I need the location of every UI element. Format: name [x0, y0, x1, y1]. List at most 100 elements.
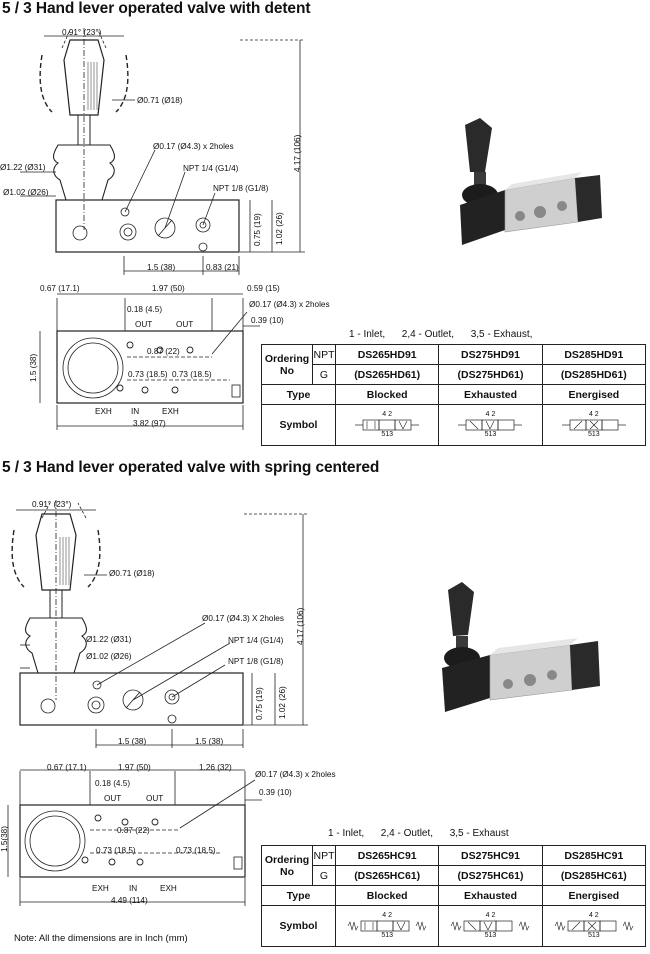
s2-dim-g: 0.73 (18.5) [96, 846, 136, 855]
s2-h19-label: 0.75 (19) [255, 687, 264, 720]
s2-sym2-top: 4 2 [485, 912, 496, 919]
s2-symbol-label: Symbol [261, 905, 336, 947]
s2-height-label: 4.17 (106) [296, 607, 305, 645]
valve-symbol-icon [554, 920, 634, 932]
s1-model-npt-3: DS285HD91 [541, 344, 647, 365]
s2-dim-b: 1.97 (50) [118, 763, 151, 772]
valve-symbol-icon [355, 419, 420, 431]
s1-model-g-1: (DS265HD61) [334, 364, 440, 385]
s1-vert: 1.5 (38) [29, 353, 38, 382]
s1-holes-label: Ø0.17 (Ø4.3) x 2holes [153, 142, 234, 151]
s1-symbol-label: Symbol [261, 404, 336, 446]
s2-type-1: Blocked [334, 885, 440, 906]
s1-sym3-top: 4 2 [588, 411, 599, 418]
s2-sym2-bottom: 513 [484, 932, 497, 939]
s2-dim-c: 1.26 (32) [199, 763, 232, 772]
s1-h19-label: 0.75 (19) [253, 213, 262, 246]
s2-ordering-label: Ordering [264, 853, 310, 866]
s2-sym1-top: 4 2 [382, 912, 393, 919]
s1-type-label: Type [261, 384, 336, 405]
s1-height-label: 4.17 (106) [293, 134, 302, 172]
s2-angle-label: 0.91° (23°) [32, 500, 72, 509]
s2-out2: OUT [146, 794, 164, 803]
s1-angle-label: 0.91° (23°) [62, 28, 102, 37]
s2-holes-label: Ø0.17 (Ø4.3) X 2holes [202, 614, 284, 623]
s1-sym2-top: 4 2 [485, 411, 496, 418]
s2-legend: 1 - Inlet, 2,4 - Outlet, 3,5 - Exhaust [328, 828, 509, 839]
s1-model-g-2: (DS275HD61) [438, 364, 543, 385]
s1-out2: OUT [176, 320, 194, 329]
units-note: Note: All the dimensions are in Inch (mm… [14, 933, 188, 944]
s1-boot-dia-label: Ø1.22 (Ø31) [0, 163, 46, 172]
section-title-spring: 5 / 3 Hand lever operated valve with spr… [2, 459, 380, 476]
s1-h26-label: 1.02 (26) [275, 212, 284, 245]
s2-base-dia-label: Ø1.02 (Ø26) [86, 652, 132, 661]
valve-photo-1 [460, 118, 602, 245]
s1-dim-f: 0.87 (22) [147, 347, 180, 356]
s1-out1: OUT [135, 320, 153, 329]
s2-g-cell: G [312, 865, 336, 886]
s2-symbol-3: 4 2 513 [541, 905, 647, 947]
s2-dim-h: 0.73 (18.5) [176, 846, 216, 855]
s2-w38b-label: 1.5 (38) [195, 737, 224, 746]
s1-symbol-1: 4 2 513 [334, 404, 440, 446]
s2-handle-dia-label: Ø0.71 (Ø18) [109, 569, 155, 578]
s2-dim-d: 0.18 (4.5) [95, 779, 131, 788]
s1-dim-c: 0.59 (15) [247, 284, 280, 293]
s2-model-npt-3: DS285HC91 [541, 845, 647, 866]
s2-model-npt-2: DS275HC91 [438, 845, 543, 866]
s2-w38-label: 1.5 (38) [118, 737, 147, 746]
s1-g-cell: G [312, 364, 336, 385]
valve-symbol-icon [561, 419, 626, 431]
valve-symbol-icon [451, 920, 530, 932]
s1-dim-e: 0.39 (10) [251, 316, 284, 325]
s1-type-2: Exhausted [438, 384, 543, 405]
s1-total: 3.82 (97) [133, 419, 166, 428]
s2-vert: 1.5(38) [0, 826, 9, 852]
s2-type-label: Type [261, 885, 336, 906]
s2-sym1-bottom: 513 [381, 932, 393, 939]
s1-type-1: Blocked [334, 384, 440, 405]
valve-photo-2 [442, 582, 600, 712]
s1-no-label: No [280, 364, 294, 377]
s2-dim-a: 0.67 (17.1) [47, 763, 87, 772]
s1-w38-label: 1.5 (38) [147, 263, 176, 272]
s1-exh2: EXH [162, 407, 179, 416]
s1-dim-a: 0.67 (17.1) [40, 284, 80, 293]
s1-sym1-top: 4 2 [382, 411, 393, 418]
valve-symbol-icon [347, 920, 427, 932]
s1-type-3: Energised [541, 384, 647, 405]
s1-sym3-bottom: 513 [587, 431, 600, 438]
s1-handle-dia-label: Ø0.71 (Ø18) [137, 96, 183, 105]
s2-in: IN [129, 884, 138, 893]
s1-sym2-bottom: 513 [484, 431, 497, 438]
valve-symbol-icon [458, 419, 523, 431]
s1-dim-g: 0.73 (18.5) [128, 370, 168, 379]
s1-legend: 1 - Inlet, 2,4 - Outlet, 3,5 - Exhaust, [349, 329, 533, 340]
s1-exh1: EXH [95, 407, 112, 416]
s2-no-label: No [280, 865, 294, 878]
s1-symbol-3: 4 2 513 [541, 404, 647, 446]
s2-npt-cell: NPT [312, 845, 336, 866]
s2-exh1: EXH [92, 884, 109, 893]
s2-h26-label: 1.02 (26) [278, 686, 287, 719]
s1-dim-b: 1.97 (50) [152, 284, 185, 293]
s1-model-npt-2: DS275HD91 [438, 344, 543, 365]
s1-dim-h: 0.73 (18.5) [172, 370, 212, 379]
section-title-detent: 5 / 3 Hand lever operated valve with det… [2, 0, 311, 17]
s1-npt18-label: NPT 1/8 (G1/8) [213, 184, 269, 193]
s2-npt18-label: NPT 1/8 (G1/8) [228, 657, 284, 666]
s1-symbol-2: 4 2 513 [438, 404, 543, 446]
s2-model-npt-1: DS265HC91 [334, 845, 440, 866]
s1-w21-label: 0.83 (21) [206, 263, 239, 272]
s2-type-3: Energised [541, 885, 647, 906]
s2-sym3-top: 4 2 [588, 912, 599, 919]
s2-out1: OUT [104, 794, 122, 803]
s2-npt14-label: NPT 1/4 (G1/4) [228, 636, 284, 645]
s1-npt14-label: NPT 1/4 (G1/4) [183, 164, 239, 173]
s2-model-g-1: (DS265HC61) [334, 865, 440, 886]
